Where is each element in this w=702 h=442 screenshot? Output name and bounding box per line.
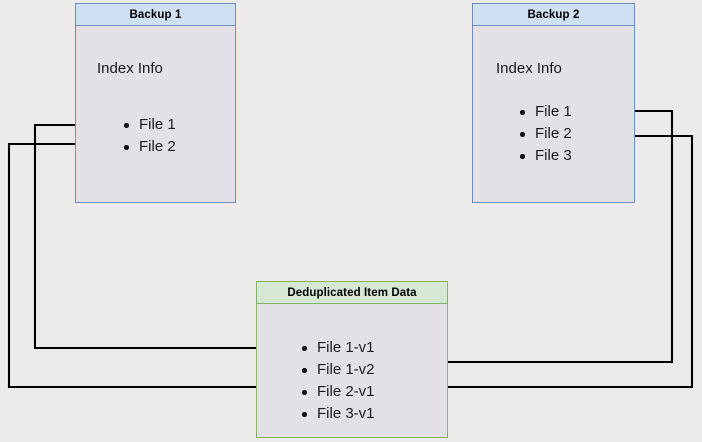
backup2-file-item: File 3 [518,145,572,167]
backup2-box: Backup 2 [472,3,635,203]
backup2-file-item: File 2 [518,123,572,145]
backup1-box: Backup 1 [75,3,236,203]
backup2-file-item: File 1 [518,101,572,123]
deduplicated-item: File 2-v1 [300,381,375,403]
deduplicated-item: File 1-v1 [300,337,375,359]
deduplicated-item: File 3-v1 [300,403,375,425]
backup2-index-info-label: Index Info [496,60,562,77]
deduplicated-item-data-box: Deduplicated Item Data [256,281,448,438]
deduplicated-item-data-title: Deduplicated Item Data [257,282,447,304]
backup1-file-item: File 2 [122,136,176,158]
backup1-index-info-label: Index Info [97,60,163,77]
backup1-title: Backup 1 [76,4,235,26]
backup1-file-list: File 1 File 2 [122,114,176,158]
backup2-file-list: File 1 File 2 File 3 [518,101,572,167]
deduplicated-item: File 1-v2 [300,359,375,381]
deduplicated-item-list: File 1-v1 File 1-v2 File 2-v1 File 3-v1 [300,337,375,425]
backup2-title: Backup 2 [473,4,634,26]
backup1-file-item: File 1 [122,114,176,136]
